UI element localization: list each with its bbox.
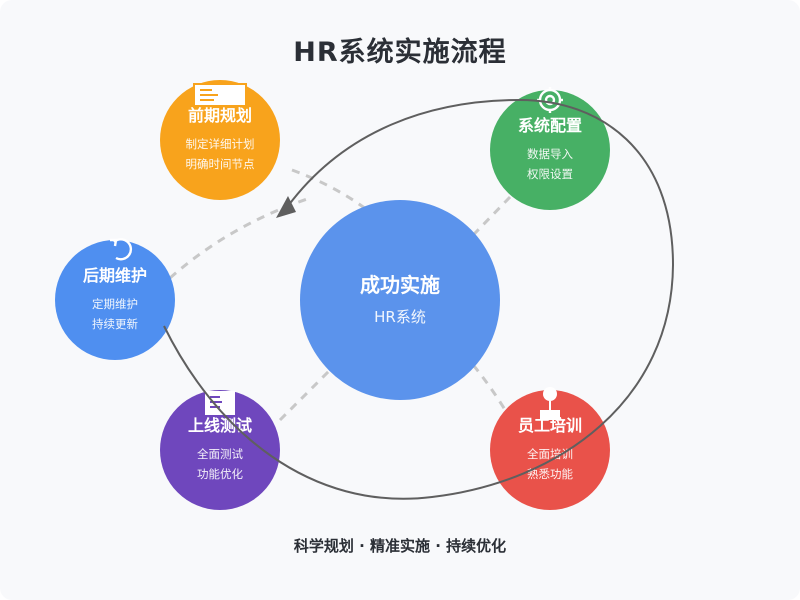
- refresh-icon: [110, 238, 133, 261]
- node-maintenance: 后期维护 定期维护 持续更新: [55, 240, 175, 360]
- footer-tagline: 科学规划 · 精准实施 · 持续优化: [293, 537, 507, 555]
- flow-arrow-head: [276, 196, 296, 218]
- node-testing-line-1: 全面测试: [197, 447, 243, 461]
- node-testing: 上线测试 全面测试 功能优化: [160, 390, 280, 510]
- node-testing-title: 上线测试: [187, 416, 252, 435]
- node-maintenance-title: 后期维护: [82, 266, 147, 285]
- node-training-line-2: 熟悉功能: [527, 467, 573, 481]
- node-planning-line-1: 制定详细计划: [185, 137, 255, 151]
- node-maintenance-line-1: 定期维护: [92, 297, 138, 311]
- node-maintenance-line-2: 持续更新: [92, 317, 138, 331]
- node-testing-line-2: 功能优化: [197, 467, 243, 481]
- document-icon: [193, 83, 247, 107]
- flow-loop: [163, 98, 675, 500]
- node-config-title: 系统配置: [517, 116, 582, 135]
- spoke-planning: [291, 168, 402, 241]
- node-training-line-1: 全面培训: [527, 447, 573, 461]
- node-config-line-1: 数据导入: [527, 147, 573, 161]
- spoke-maintenance: [169, 196, 311, 280]
- node-planning-line-2: 明确时间节点: [185, 157, 255, 171]
- diagram-title: HR系统实施流程: [293, 37, 507, 68]
- node-planning-title: 前期规划: [187, 106, 252, 125]
- center-subtitle: HR系统: [374, 308, 426, 326]
- center-node: 成功实施 HR系统: [300, 200, 500, 400]
- node-config-line-2: 权限设置: [527, 167, 573, 181]
- presenter-icon: [540, 387, 560, 420]
- center-title: 成功实施: [360, 273, 440, 297]
- node-config: 系统配置 数据导入 权限设置: [490, 90, 610, 210]
- node-training-title: 员工培训: [517, 416, 582, 435]
